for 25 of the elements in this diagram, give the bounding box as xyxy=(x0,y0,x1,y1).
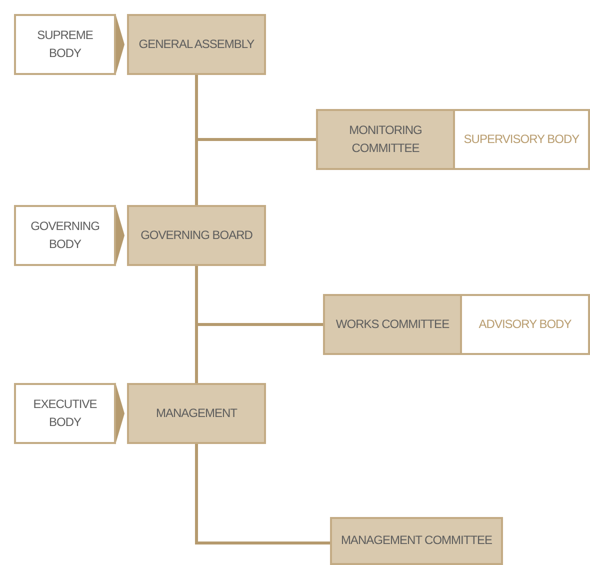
org-box xyxy=(127,14,266,75)
org-box xyxy=(330,517,503,565)
role-box xyxy=(462,294,590,355)
node-label: MONITORING COMMITTEE xyxy=(348,122,423,156)
org-box xyxy=(127,383,266,444)
node-label: MANAGEMENT xyxy=(154,404,238,422)
node-label: GOVERNING BODY xyxy=(30,218,100,252)
node-label: EXECUTIVE BODY xyxy=(32,396,98,430)
connector-line xyxy=(195,444,330,544)
level-tag xyxy=(14,205,116,266)
connector-line xyxy=(195,266,323,326)
node-label: MANAGEMENT COMMITTEE xyxy=(340,532,494,550)
org-box xyxy=(323,294,462,355)
connector-line xyxy=(195,75,316,141)
org-box xyxy=(127,205,266,266)
node-label: SUPREME BODY xyxy=(36,27,94,62)
node-label: SUPERVISORY BODY xyxy=(462,130,580,148)
node-label: ADVISORY BODY xyxy=(478,316,572,333)
org-box xyxy=(316,109,455,170)
node-label: GENERAL ASSEMBLY xyxy=(138,36,256,53)
level-tag xyxy=(14,14,116,75)
level-tag xyxy=(14,383,116,444)
role-box xyxy=(455,109,590,170)
node-label: WORKS COMMITTEE xyxy=(334,316,450,333)
node-label: GOVERNING BOARD xyxy=(140,226,254,244)
